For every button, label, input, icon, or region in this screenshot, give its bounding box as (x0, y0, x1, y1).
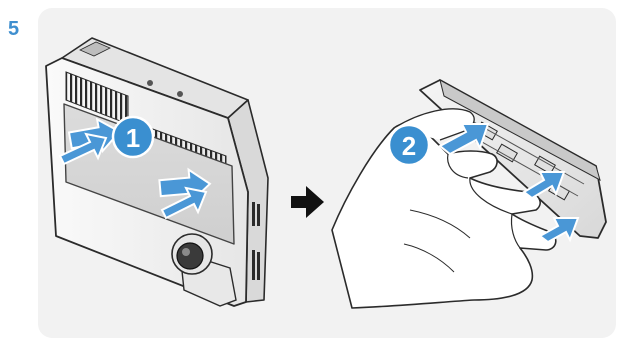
push-arrow-top (438, 123, 490, 156)
dashcam-rear-icon (45, 37, 269, 307)
step-badge-2: 2 (387, 123, 431, 167)
step-badge-1-label: 1 (126, 123, 140, 153)
peel-arrow-upper (58, 117, 122, 166)
step-number: 5 (8, 18, 20, 40)
step-badge-2-label: 2 (402, 131, 416, 161)
right-arrow-icon (291, 186, 324, 218)
push-arrow-middle (522, 171, 566, 200)
step-badge-1: 1 (111, 115, 155, 159)
peel-arrow-lower (158, 167, 212, 220)
push-arrow-bottom (538, 217, 580, 244)
